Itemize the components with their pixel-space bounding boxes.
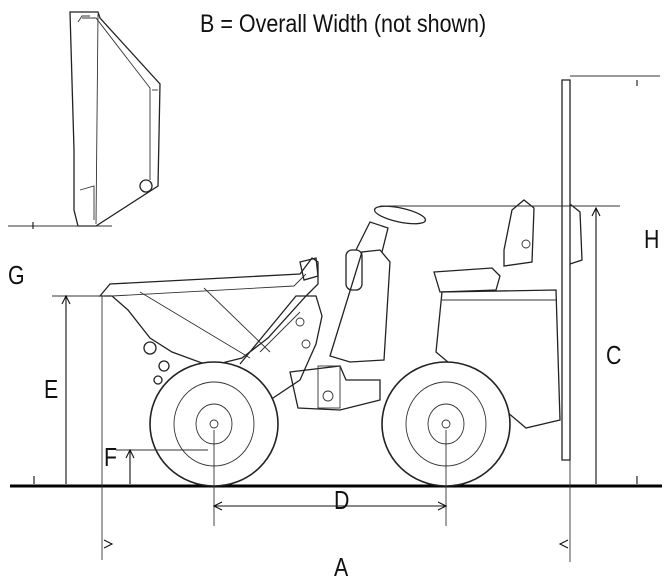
label-g: G xyxy=(8,260,25,290)
raised-skip xyxy=(69,11,161,227)
label-h: H xyxy=(644,224,660,254)
dim-d-arrow-right xyxy=(437,501,448,511)
dim-c-arrow-top xyxy=(591,206,601,217)
note-text: B = Overall Width (not shown) xyxy=(200,10,487,38)
dim-e-arrow-top xyxy=(61,294,71,305)
dim-a-arrow-right xyxy=(558,539,569,549)
label-f: F xyxy=(104,442,118,472)
label-c: C xyxy=(606,340,622,370)
dim-f-arrow-top xyxy=(125,448,135,459)
dim-a-arrow-left xyxy=(103,539,114,549)
label-a: A xyxy=(334,552,349,582)
label-e: E xyxy=(44,374,59,404)
label-d: D xyxy=(334,485,350,515)
dim-d-arrow-left xyxy=(212,501,223,511)
